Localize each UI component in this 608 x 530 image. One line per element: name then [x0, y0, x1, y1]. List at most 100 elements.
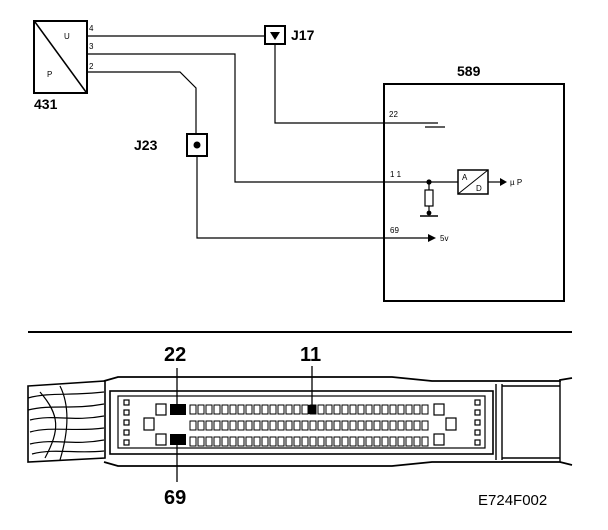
- connector-pin: [301, 420, 309, 431]
- connector-pin: [197, 420, 205, 431]
- connector-pin: [317, 420, 325, 431]
- connector-pin: [293, 404, 301, 415]
- connector-pin: [293, 420, 301, 431]
- figure-code: E724F002: [478, 492, 547, 509]
- connector-pin: [325, 436, 333, 447]
- connector-pin: [285, 404, 293, 415]
- connector-pin: [261, 420, 269, 431]
- connector-pin: [301, 436, 309, 447]
- connector-pin: [341, 404, 349, 415]
- connector-pin: [197, 436, 205, 447]
- pin-callout-22: 22: [164, 344, 186, 366]
- connector-pin: [317, 436, 325, 447]
- sensor-lower-mark: P: [47, 70, 52, 79]
- connector-pin: [413, 404, 421, 415]
- sensor-pin-2: 2: [89, 62, 94, 71]
- wire-j23-ecu69: [196, 156, 428, 239]
- connector-pin: [309, 436, 317, 447]
- connector-pin: [285, 436, 293, 447]
- connector-pin: [253, 404, 261, 415]
- connector-pin: [357, 420, 365, 431]
- highlighted-pins: [170, 366, 316, 482]
- junction-j23-label: J23: [134, 137, 158, 153]
- side-ribs: [123, 399, 481, 446]
- connector-pin: [269, 420, 277, 431]
- connector-pin: [357, 404, 365, 415]
- connector-pin: [349, 420, 357, 431]
- connector-pin: [365, 436, 373, 447]
- connector-pin: [397, 404, 405, 415]
- ecu-589: 589 22 1 1 69 A D µ P 5v: [383, 63, 565, 302]
- connector-pin: [237, 420, 245, 431]
- connector-pin: [189, 436, 197, 447]
- connector-pin: [269, 404, 277, 415]
- connector-pin: [245, 404, 253, 415]
- ad-label-d: D: [476, 184, 482, 193]
- connector-pin: [317, 404, 325, 415]
- connector-pin: [397, 436, 405, 447]
- ecu-id: 589: [457, 63, 481, 79]
- sensor-pin-3: 3: [89, 42, 94, 51]
- connector-pin: [205, 436, 213, 447]
- connector-pin: [421, 420, 429, 431]
- supply-label: 5v: [440, 234, 448, 243]
- connector-pin: [229, 404, 237, 415]
- connector-pin: [261, 436, 269, 447]
- connector-pin: [373, 436, 381, 447]
- supply-arrow: [428, 234, 436, 242]
- pulldown-resistor: [424, 189, 434, 207]
- wire-pin2-j23: [87, 71, 197, 134]
- connector-pin: [213, 404, 221, 415]
- junction-j23: J23: [134, 133, 208, 157]
- connector-pin: [365, 420, 373, 431]
- connector-pin: [229, 436, 237, 447]
- ecu-pin-69: 69: [390, 226, 399, 235]
- connector-pin: [245, 420, 253, 431]
- pin-11-highlight: [308, 405, 316, 414]
- connector-pin: [221, 404, 229, 415]
- pin-22-highlight: [170, 404, 186, 415]
- sensor-pin-4: 4: [89, 24, 94, 33]
- connector-pin: [189, 420, 197, 431]
- connector-pin: [333, 436, 341, 447]
- connector-pin: [373, 404, 381, 415]
- connector-pin: [349, 436, 357, 447]
- ecu-pin-22: 22: [389, 110, 398, 119]
- connector-pin: [381, 420, 389, 431]
- ecu-box: [383, 83, 565, 302]
- connector-pin: [373, 420, 381, 431]
- connector-pin: [397, 420, 405, 431]
- sensor-diagonal: [34, 21, 87, 93]
- connector-pin: [381, 404, 389, 415]
- connector-pin: [253, 436, 261, 447]
- connector-pin: [413, 436, 421, 447]
- connector-pin: [221, 420, 229, 431]
- cable-bundle: [27, 380, 106, 463]
- connector-pin: [277, 420, 285, 431]
- connector-pin: [421, 436, 429, 447]
- connector-pin: [341, 436, 349, 447]
- connector-pin: [205, 404, 213, 415]
- connector-pin: [357, 436, 365, 447]
- junction-j17-label: J17: [291, 27, 315, 43]
- connector-pin: [301, 404, 309, 415]
- output-arrow: [500, 178, 507, 186]
- connector-pin: [309, 420, 317, 431]
- connector-pin: [261, 404, 269, 415]
- connector-pin: [221, 436, 229, 447]
- connector-pin: [405, 420, 413, 431]
- pin-callout-69: 69: [164, 487, 186, 509]
- pin-69-highlight: [170, 434, 186, 445]
- connector-pin: [285, 420, 293, 431]
- connector-pin: [349, 404, 357, 415]
- connector-pin: [213, 420, 221, 431]
- connector-pin: [333, 404, 341, 415]
- connector-pin: [245, 436, 253, 447]
- ad-label-a: A: [462, 173, 468, 182]
- connector-pin: [197, 404, 205, 415]
- connector-drawing: [27, 376, 573, 467]
- wire-pin3-ecu11: [87, 53, 458, 183]
- connector-housing: [103, 376, 573, 467]
- connector-pin: [293, 436, 301, 447]
